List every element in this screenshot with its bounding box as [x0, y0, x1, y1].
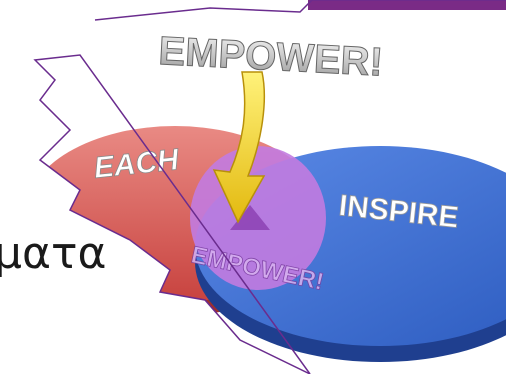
clipart-outline — [33, 0, 506, 374]
clipart-title: EMPOWER! — [158, 29, 384, 85]
left-circle-label: EACH — [92, 143, 181, 185]
down-arrow-icon — [212, 71, 266, 224]
slide-accent-bar — [308, 0, 506, 10]
slide-partial-text: ματα — [0, 228, 107, 279]
right-circle-label: INSPIRE — [337, 189, 460, 234]
